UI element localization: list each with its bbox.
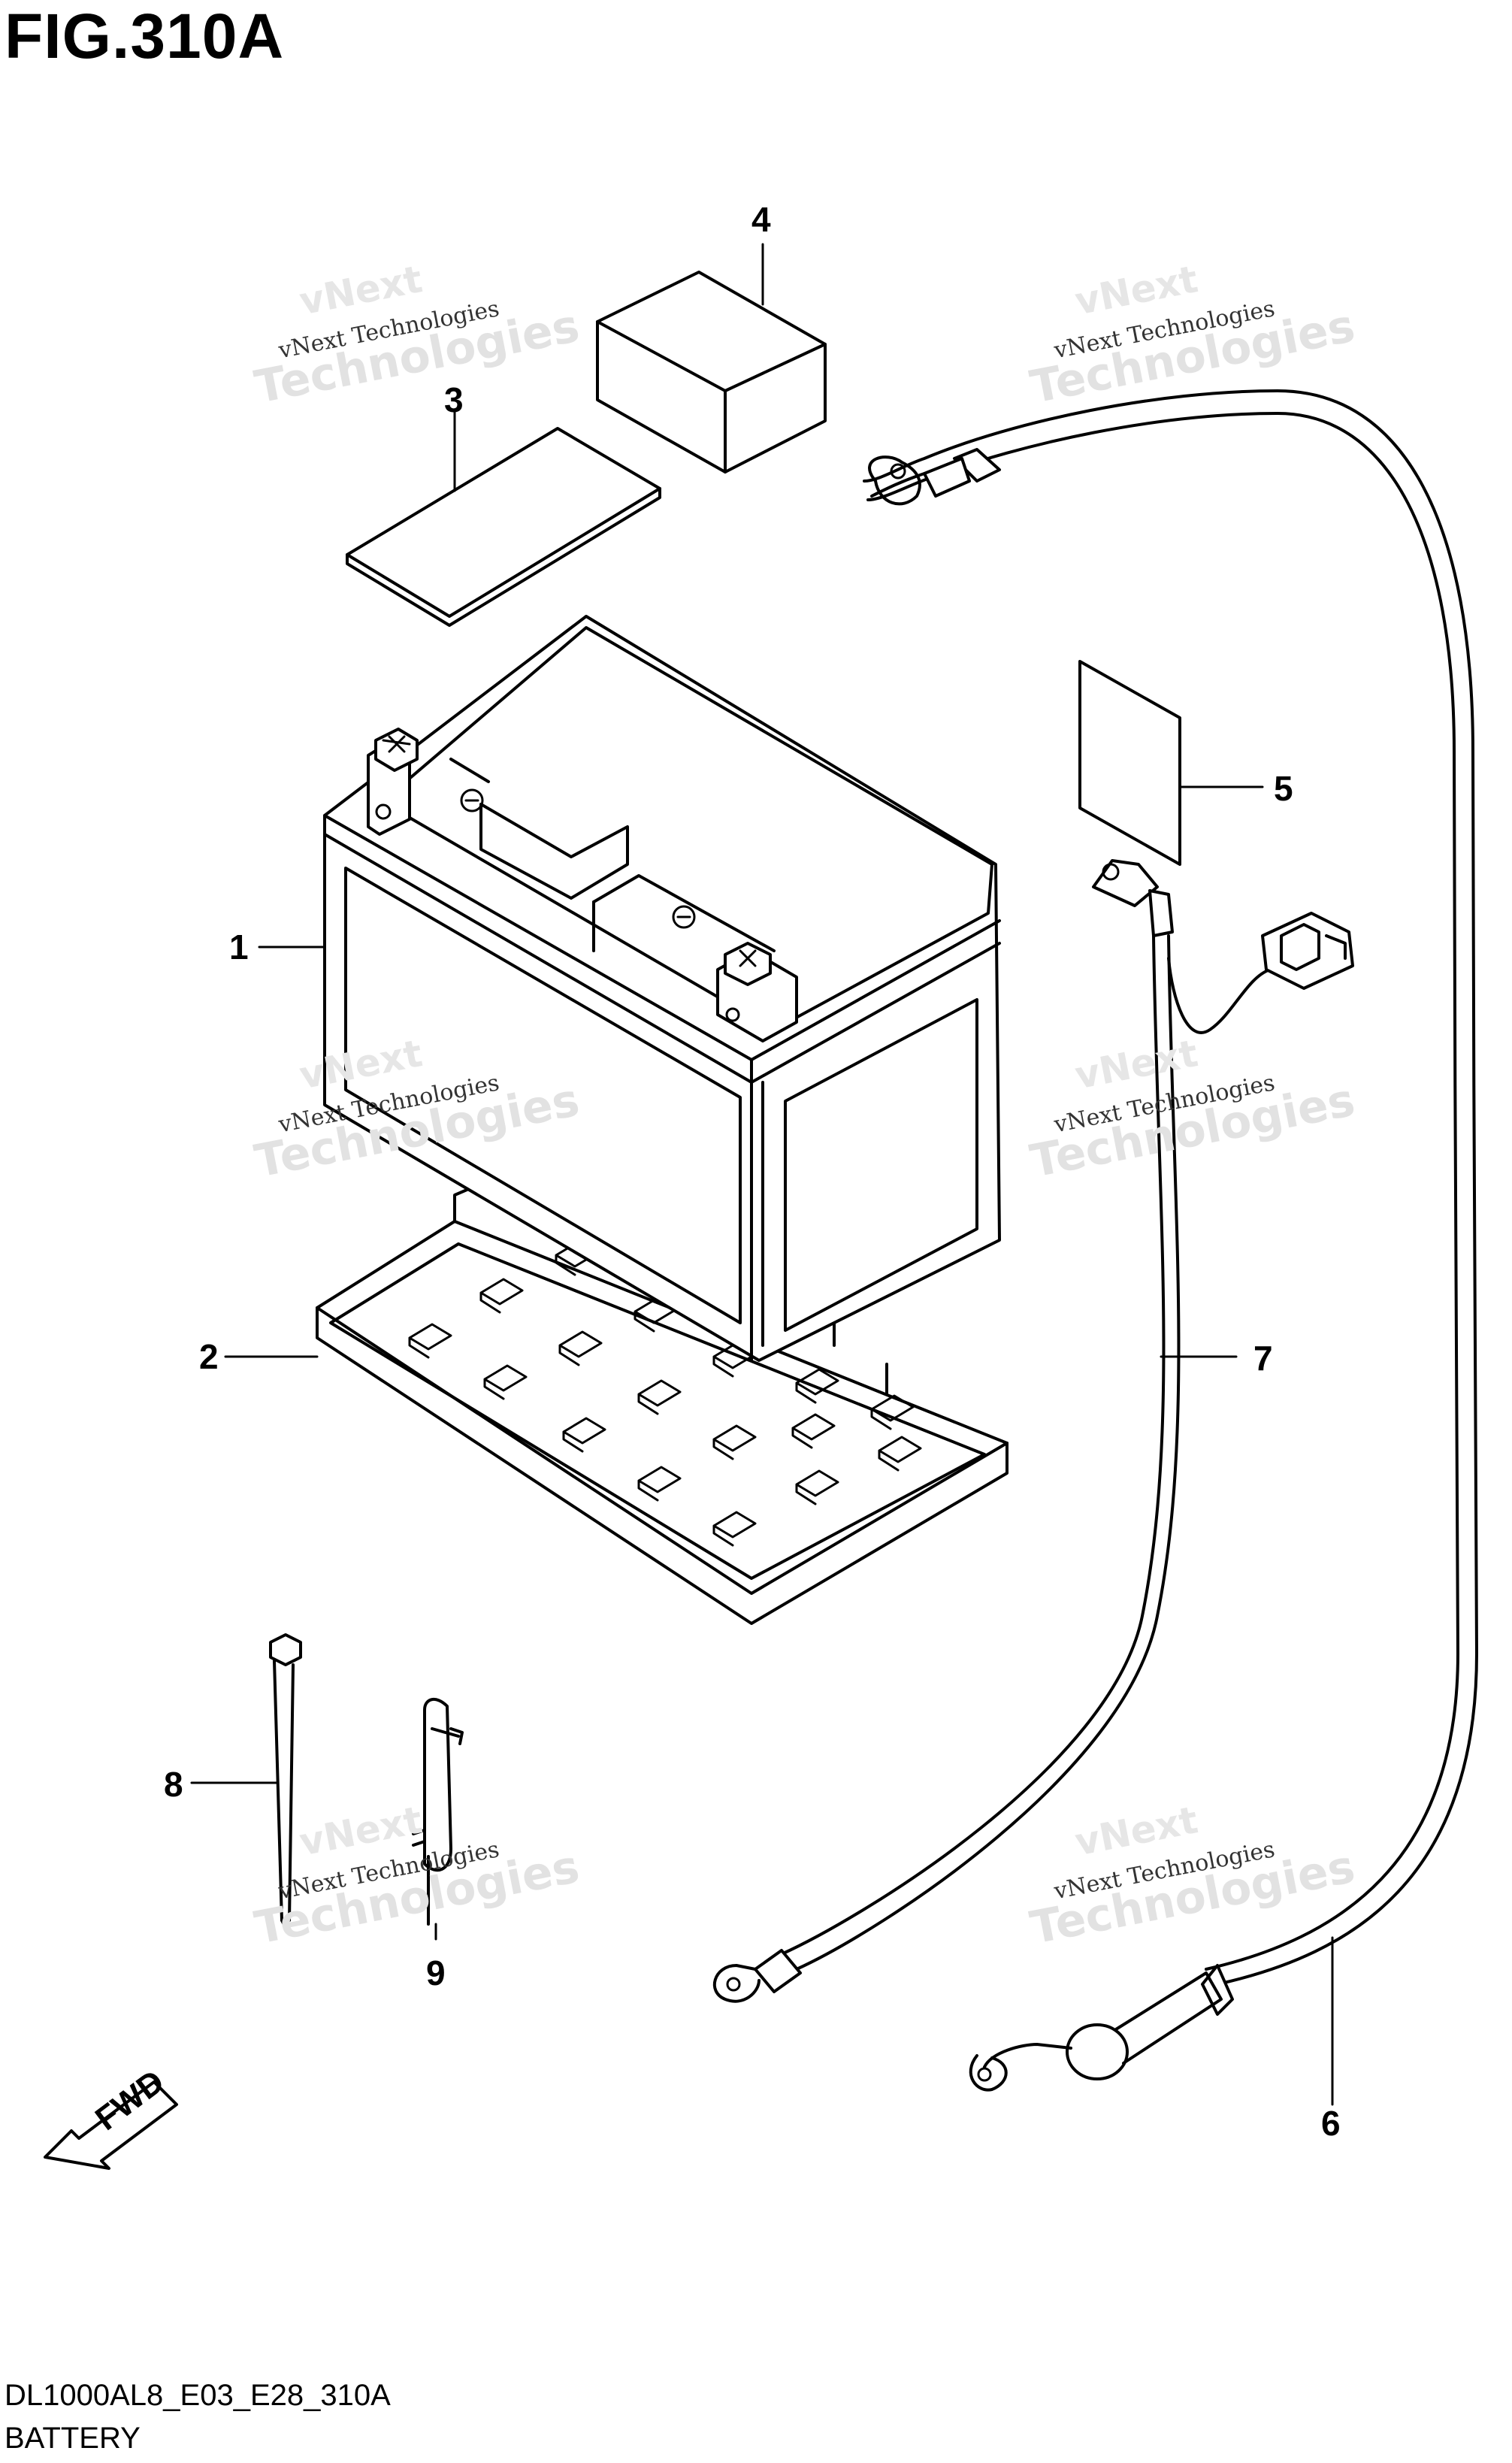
callout-6[interactable]: 6 (1321, 2104, 1341, 2143)
battery-icon (323, 615, 1001, 1362)
callout-2[interactable]: 2 (199, 1337, 219, 1376)
callout-3[interactable]: 3 (444, 380, 464, 419)
positive-cable-icon (712, 859, 1354, 2003)
pad-sheet-icon (346, 427, 661, 627)
cushion-block-icon (596, 271, 827, 474)
figure-title: FIG.310A (5, 1, 285, 71)
callout-5[interactable]: 5 (1274, 769, 1293, 808)
callout-9[interactable]: 9 (426, 1953, 446, 1992)
leader-lines (190, 243, 1334, 2106)
cable-tie-icon (269, 1633, 302, 1929)
figure-code: DL1000AL8_E03_E28_310A (5, 2379, 391, 2412)
callout-1[interactable]: 1 (229, 927, 249, 967)
callout-4[interactable]: 4 (751, 200, 771, 239)
callout-7[interactable]: 7 (1253, 1339, 1273, 1378)
figure-name: BATTERY (5, 2422, 141, 2455)
label-sheet-icon (1078, 660, 1181, 866)
negative-cable-icon (863, 389, 1478, 2092)
callout-8[interactable]: 8 (164, 1765, 183, 1804)
clamp-icon (412, 1698, 464, 1926)
battery-tray-icon (316, 1182, 1009, 1625)
fwd-arrow-icon (44, 2080, 178, 2170)
